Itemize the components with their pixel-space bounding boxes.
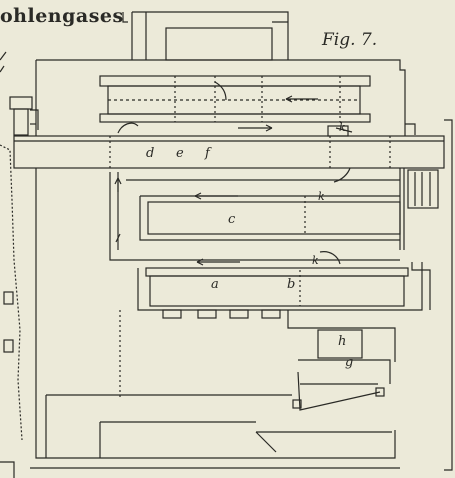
label-k-top: k (339, 121, 346, 134)
mouthpiece (9, 96, 39, 136)
label-b: b (287, 277, 296, 292)
label-f: f (205, 146, 210, 161)
top-hood (131, 11, 289, 61)
heading-bracket (122, 12, 128, 23)
retort-ab (137, 262, 431, 311)
retort-def (13, 124, 445, 169)
left-partial-figure (0, 51, 23, 478)
retort-c (109, 172, 401, 261)
label-h: h (338, 334, 347, 349)
label-e: e (176, 146, 184, 161)
flow-arrows (114, 81, 353, 266)
firebox (287, 310, 396, 411)
right-column (399, 119, 453, 471)
bearer-blocks (162, 309, 281, 319)
label-d: d (146, 146, 155, 161)
label-a: a (211, 277, 219, 292)
page-heading: ohlengases (0, 5, 124, 27)
label-k-lower: k (312, 254, 319, 267)
label-c: c (228, 212, 236, 227)
left-wall (30, 168, 400, 469)
outer-casing (30, 59, 416, 135)
label-g: g (345, 355, 354, 370)
figure-label: Fig. 7. (322, 30, 378, 50)
top-plates (99, 75, 371, 123)
label-k-middle: k (318, 190, 325, 203)
